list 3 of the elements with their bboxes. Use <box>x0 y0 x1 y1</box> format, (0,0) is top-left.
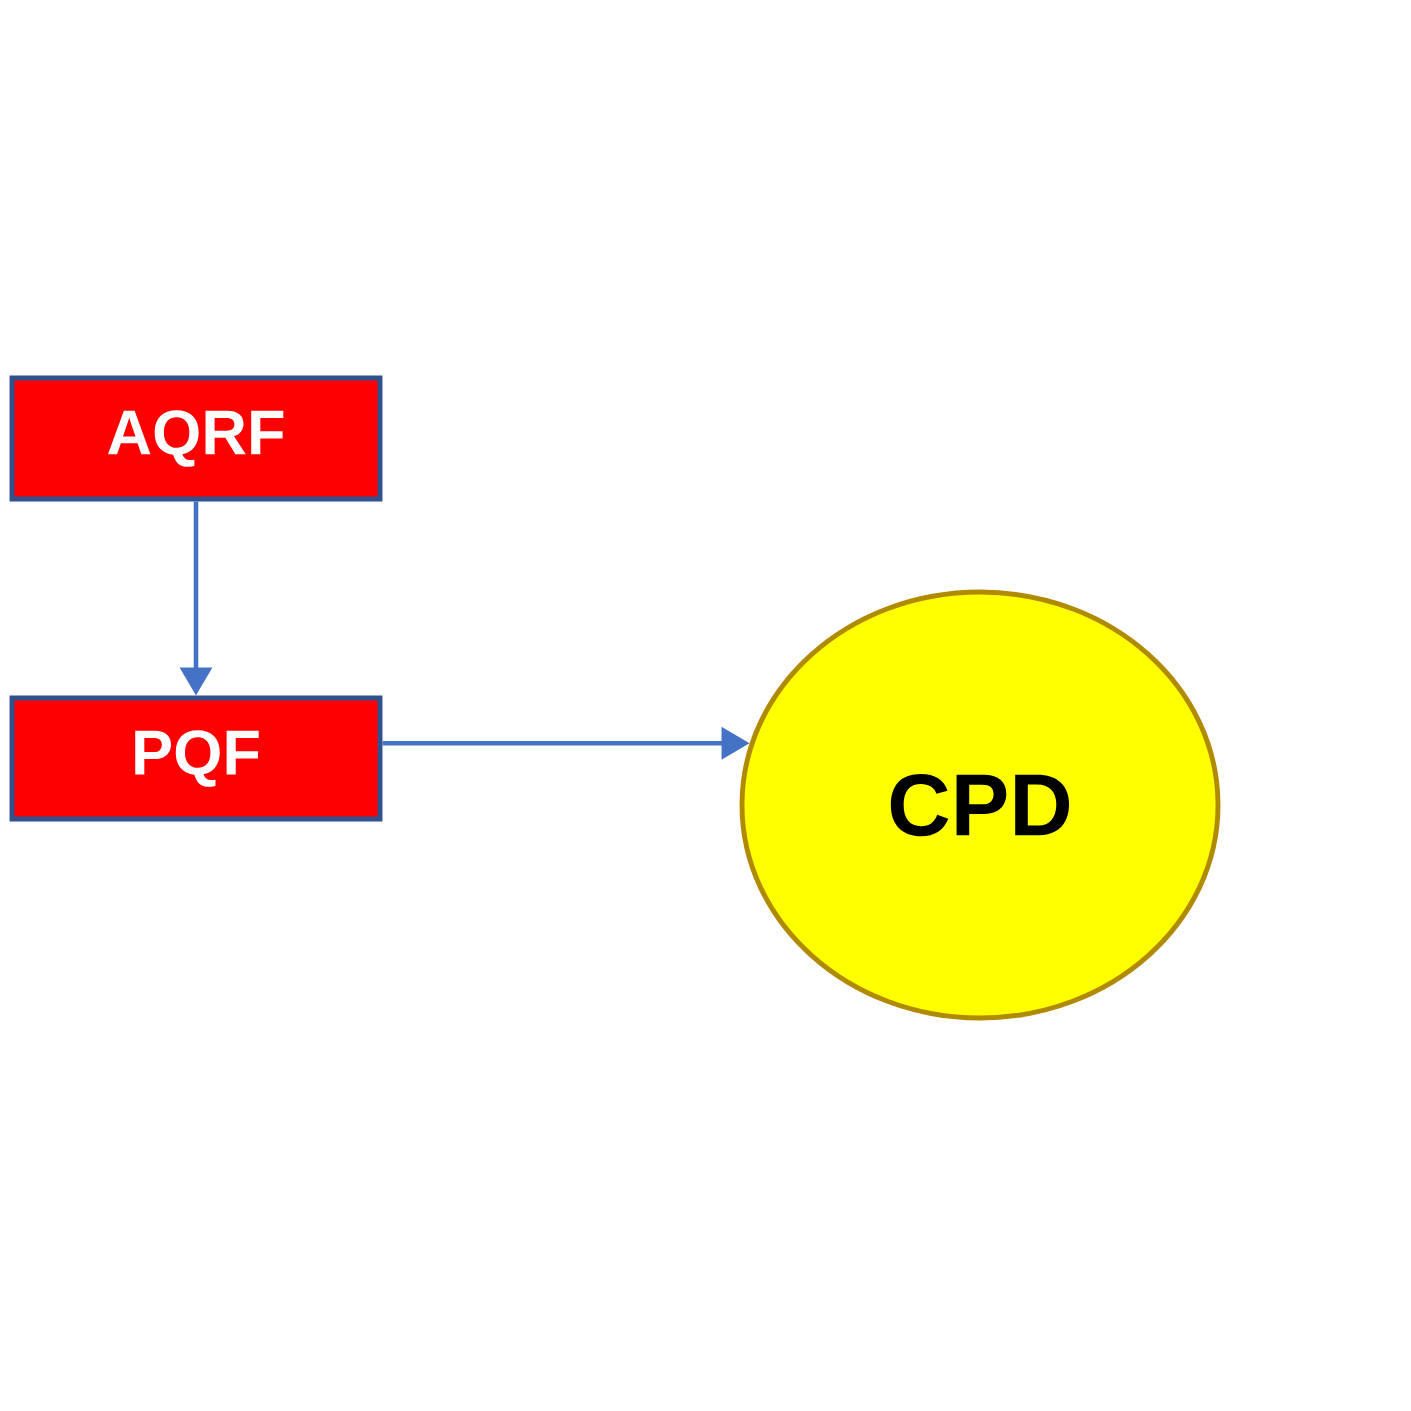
process-box: PQF <box>9 695 383 822</box>
process-box: AQRF <box>9 375 383 502</box>
ellipse-node: CPD <box>739 589 1221 1021</box>
